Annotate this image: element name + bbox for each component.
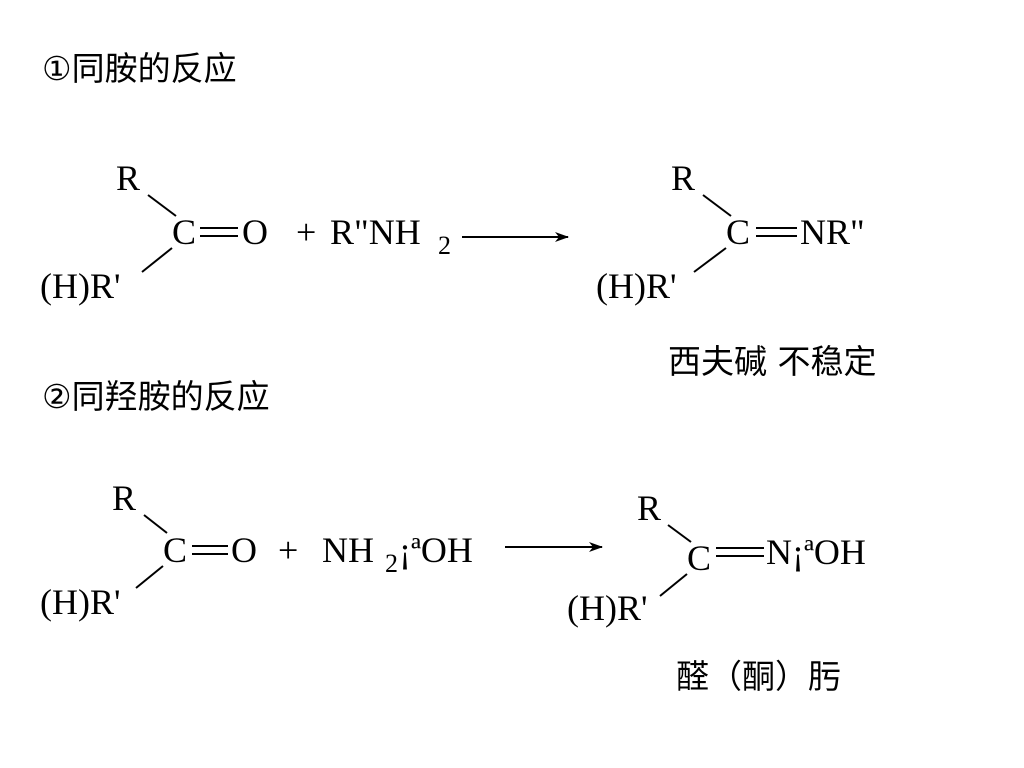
reaction1-reactant: R C O (H)R'	[40, 158, 268, 306]
imine-carbon-label: C	[726, 212, 750, 252]
c-r2-bond	[135, 565, 164, 589]
hydroxylamine-reagent-subscript: 2	[385, 549, 398, 578]
amine-reagent-label: R"NH	[330, 212, 421, 252]
c-r-bond	[667, 524, 692, 543]
reaction2-reactant: R C O (H)R'	[40, 478, 257, 622]
reaction1-heading: ①同胺的反应	[42, 49, 237, 88]
c-r2-bond	[659, 573, 688, 597]
r-substituent-label: R	[112, 478, 136, 518]
r-substituent-label: R	[116, 158, 140, 198]
reaction2-product: R C N¡ªOH (H)R'	[567, 488, 866, 628]
hydroxylamine-reagent-label: NH	[322, 530, 374, 570]
c-r-bond	[702, 194, 732, 217]
oxime-carbon-label: C	[687, 538, 711, 578]
oxime-nitrogen-group-label: N¡ªOH	[766, 532, 866, 572]
reaction2-heading: ②同羟胺的反应	[42, 377, 270, 416]
hydroxylamine-reagent-tail: ¡ªOH	[399, 530, 473, 570]
oxygen-label: O	[231, 530, 257, 570]
c-r2-bond	[141, 247, 173, 273]
reaction2-product-caption: 醛（酮）肟	[676, 657, 841, 696]
h-r2-substituent-label: (H)R'	[40, 266, 120, 306]
c-r-bond	[147, 194, 177, 217]
h-r2-substituent-label: (H)R'	[40, 582, 120, 622]
oxygen-label: O	[242, 212, 268, 252]
h-r2-substituent-label: (H)R'	[567, 588, 647, 628]
c-r-bond	[143, 514, 168, 534]
c-r2-bond	[693, 247, 727, 273]
h-r2-substituent-label: (H)R'	[596, 266, 676, 306]
r-substituent-label: R	[671, 158, 695, 198]
plus-sign: +	[278, 530, 298, 570]
carbonyl-carbon-label: C	[172, 212, 196, 252]
imine-nitrogen-group-label: NR"	[800, 212, 865, 252]
reaction1-product: R C NR" (H)R'	[596, 158, 865, 306]
reaction1-product-caption: 西夫碱 不稳定	[668, 342, 877, 381]
amine-reagent-subscript: 2	[438, 231, 451, 260]
plus-sign: +	[296, 212, 316, 252]
carbonyl-carbon-label: C	[163, 530, 187, 570]
r-substituent-label: R	[637, 488, 661, 528]
